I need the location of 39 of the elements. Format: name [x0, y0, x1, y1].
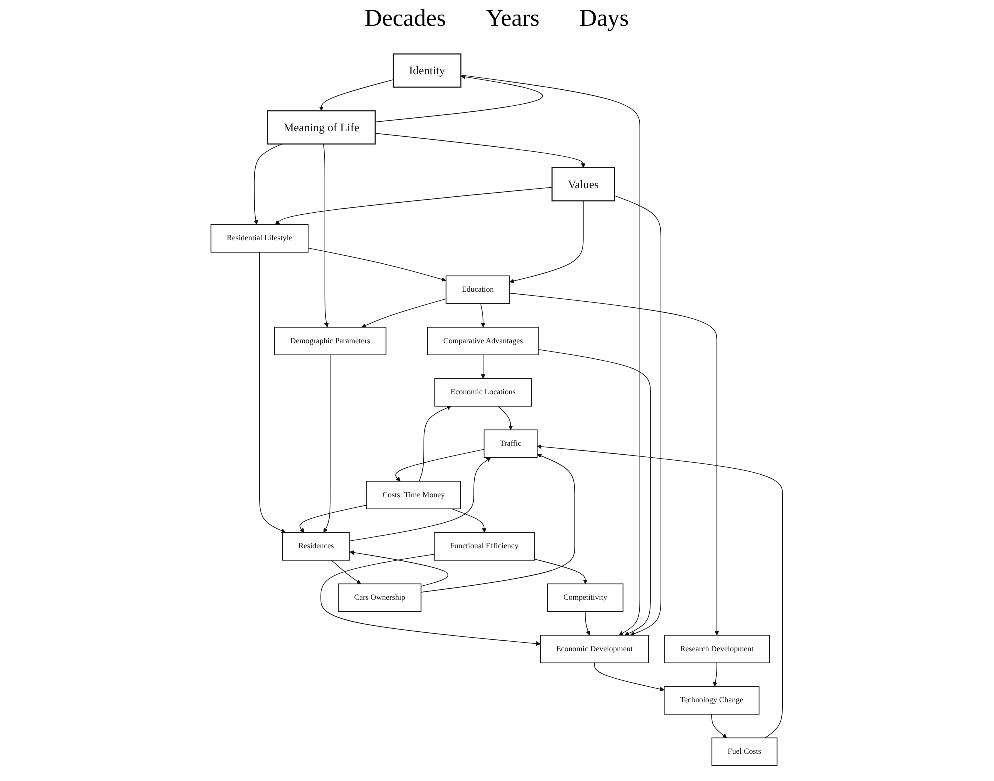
arrow	[300, 505, 368, 534]
node-box: Identity	[392, 54, 462, 88]
arrow	[594, 662, 665, 692]
arrow	[713, 662, 718, 688]
arrow	[585, 611, 591, 636]
arrow	[254, 144, 283, 225]
arrow	[323, 144, 330, 328]
arrow	[452, 508, 487, 534]
arrow	[362, 298, 447, 328]
arrow	[308, 248, 446, 282]
arrow	[498, 406, 514, 430]
arrow	[331, 560, 362, 584]
arrow	[350, 458, 492, 542]
arrow	[319, 80, 394, 112]
time-scale-label: Years	[486, 6, 540, 33]
arrow	[510, 293, 720, 636]
arrow	[537, 444, 784, 738]
arrow	[420, 454, 576, 593]
arrow	[534, 559, 588, 584]
arrow	[320, 554, 541, 646]
node-box: Values	[552, 167, 616, 202]
arrow	[350, 550, 449, 587]
time-scale-label: Decades	[364, 6, 446, 33]
arrow	[375, 133, 586, 168]
arrow	[375, 74, 544, 123]
arrow	[259, 252, 286, 534]
arrow	[419, 406, 452, 482]
arrow	[396, 449, 485, 482]
arrow	[460, 74, 640, 636]
arrow	[481, 354, 486, 380]
arrow	[712, 714, 728, 738]
node-box: Meaning of Life	[267, 110, 376, 145]
arrow	[510, 200, 584, 284]
time-scale-label: Days	[580, 6, 630, 33]
arrow	[614, 196, 662, 636]
arrow	[480, 303, 486, 328]
arrow	[275, 187, 553, 225]
arrow	[538, 349, 651, 636]
arrow	[324, 354, 331, 534]
